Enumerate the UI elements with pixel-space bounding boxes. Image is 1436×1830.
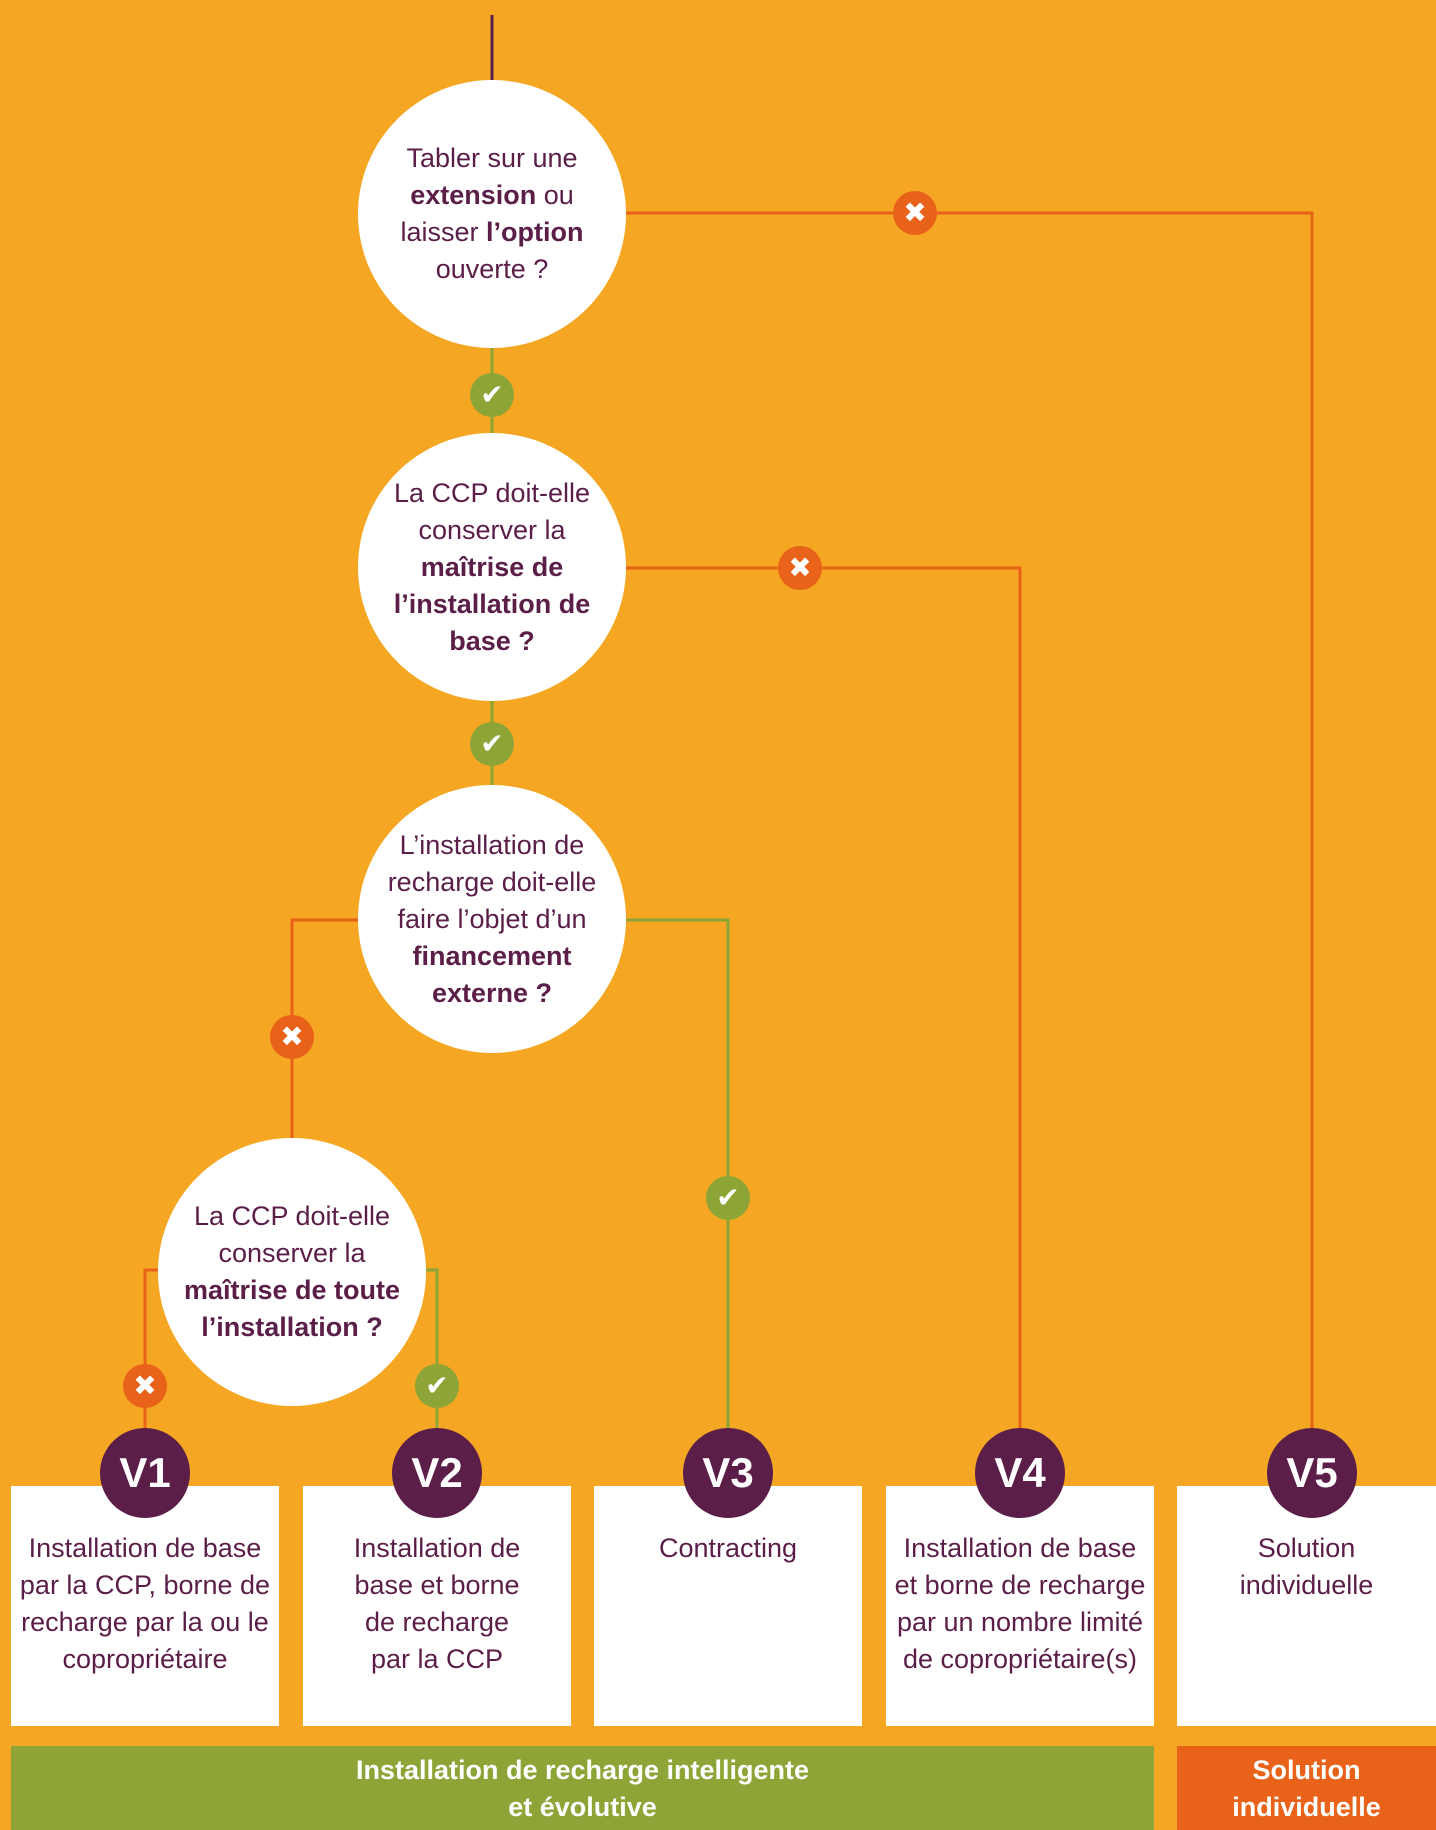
check-icon: ✔ <box>415 1364 459 1408</box>
variant-code-v1: V1 <box>100 1428 190 1518</box>
q1-text-3: laisser <box>400 217 479 247</box>
cross-icon: ✖ <box>893 191 937 235</box>
cross-icon: ✖ <box>270 1015 314 1059</box>
connector-q3-v3 <box>620 918 730 1430</box>
variant-code-v4: V4 <box>975 1428 1065 1518</box>
q4-text-1: La CCP doit-elle conserver la <box>193 1201 391 1268</box>
q3-bold-1: financement externe ? <box>412 940 572 1008</box>
variant-card-v1: Installation de base par la CCP, borne d… <box>11 1486 279 1726</box>
variant-text: Solution individuelle <box>1239 1533 1374 1600</box>
variant-code-v3: V3 <box>683 1428 773 1518</box>
q1-bold-1: extension <box>410 180 537 210</box>
q2-text-1: La CCP doit-elle conserver la <box>393 477 591 545</box>
variant-card-v5: Solution individuelle <box>1177 1486 1436 1726</box>
cross-icon: ✖ <box>778 546 822 590</box>
check-icon: ✔ <box>470 373 514 417</box>
q2-bold-1: maîtrise de l’installation de base ? <box>393 551 591 656</box>
q4-bold-1: maîtrise de toute l’installation ? <box>183 1275 401 1342</box>
check-icon: ✔ <box>470 722 514 766</box>
check-icon: ✔ <box>706 1176 750 1220</box>
q3-text-1: L’installation de recharge doit-elle fai… <box>387 829 597 934</box>
variant-text: Installation de base par la CCP, borne d… <box>19 1533 271 1674</box>
question-external-financing: L’installation de recharge doit-elle fai… <box>358 785 626 1053</box>
category-individual-solution: Solution individuelle <box>1177 1746 1436 1830</box>
category-label: Installation de recharge intelligente et… <box>355 1755 810 1822</box>
category-smart-installation: Installation de recharge intelligente et… <box>11 1746 1154 1830</box>
variant-card-v3: Contracting <box>594 1486 862 1726</box>
connector-q2-v4 <box>620 566 1022 1430</box>
question-extension: Tabler sur une extension ou laisser l’op… <box>358 80 626 348</box>
question-full-installation-control: La CCP doit-elle conserver la maîtrise d… <box>158 1138 426 1406</box>
variant-text: Installation de base et borne de recharg… <box>353 1533 521 1674</box>
cross-icon: ✖ <box>123 1364 167 1408</box>
q1-text-2: ou <box>543 180 574 210</box>
connector-q1-v5 <box>620 211 1314 1430</box>
variant-code-v5: V5 <box>1267 1428 1357 1518</box>
variant-text: Contracting <box>658 1533 798 1563</box>
q1-bold-2: l’option <box>486 217 584 247</box>
q1-text-1: Tabler sur une <box>406 143 578 173</box>
category-label: Solution individuelle <box>1232 1755 1381 1822</box>
q1-text-4: ouverte ? <box>435 254 549 284</box>
variant-text: Installation de base et borne de recharg… <box>894 1533 1146 1674</box>
variant-card-v2: Installation de base et borne de recharg… <box>303 1486 571 1726</box>
question-base-installation-control: La CCP doit-elle conserver la maîtrise d… <box>358 433 626 701</box>
variant-card-v4: Installation de base et borne de recharg… <box>886 1486 1154 1726</box>
connector-q3-q4 <box>290 918 362 1145</box>
variant-code-v2: V2 <box>392 1428 482 1518</box>
